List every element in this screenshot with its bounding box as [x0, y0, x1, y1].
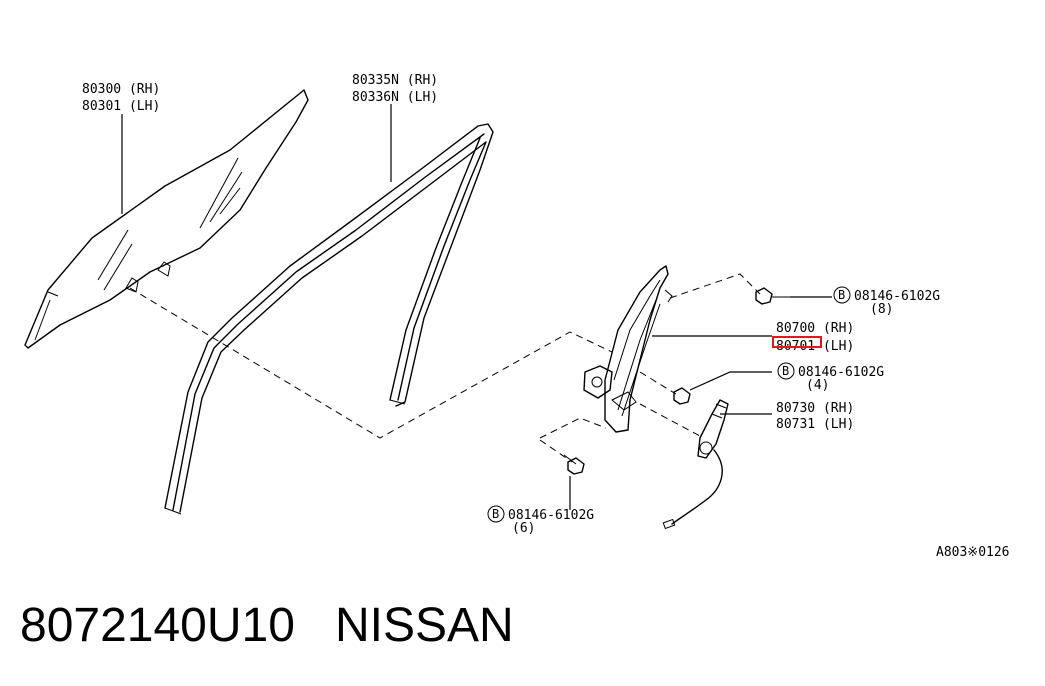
leader-lines	[121, 104, 832, 510]
bolt-marker-top-letter: B	[838, 288, 845, 302]
glass-lh-label: 80301 (LH)	[82, 99, 160, 114]
bolt-marker-top	[833, 286, 851, 304]
motor-lh-label: 80731 (LH)	[776, 417, 854, 432]
bolt-top-icon	[755, 287, 790, 305]
regulator-motor	[662, 399, 729, 530]
motor-rh-label: 80730 (RH)	[776, 401, 854, 416]
regulator-rh-label: 80700 (RH)	[776, 321, 854, 336]
glass-run-sash	[164, 123, 494, 515]
bolt-bottom-icon	[563, 454, 585, 475]
bolt-bottom-label: 08146-6102G	[508, 508, 594, 523]
glass-rh-label: 80300 (RH)	[82, 82, 160, 97]
diagram-code: A803※0126	[936, 545, 1010, 560]
bolt-bottom-qty: (6)	[512, 521, 535, 536]
bolt-mid-icon	[673, 387, 691, 405]
bolt-mid-qty: (4)	[806, 378, 829, 393]
bolt-marker-bottom	[487, 505, 505, 523]
brand-name: NISSAN	[334, 599, 514, 652]
bolt-marker-mid-letter: B	[782, 364, 789, 378]
bolt-top-qty: (8)	[870, 302, 893, 317]
alignment-lines	[129, 273, 761, 463]
bolt-marker-bottom-letter: B	[492, 507, 499, 521]
door-glass	[24, 89, 309, 349]
sash-rh-label: 80335N (RH)	[352, 73, 438, 88]
bolt-mid-label: 08146-6102G	[798, 365, 884, 380]
part-number: 8072140U10	[20, 599, 295, 652]
bolt-marker-mid	[777, 362, 795, 380]
sash-lh-label: 80336N (LH)	[352, 90, 438, 105]
highlight-box	[772, 336, 822, 348]
window-regulator	[583, 265, 673, 433]
bolt-top-label: 08146-6102G	[854, 289, 940, 304]
caption: 8072140U10 NISSAN	[20, 598, 514, 653]
